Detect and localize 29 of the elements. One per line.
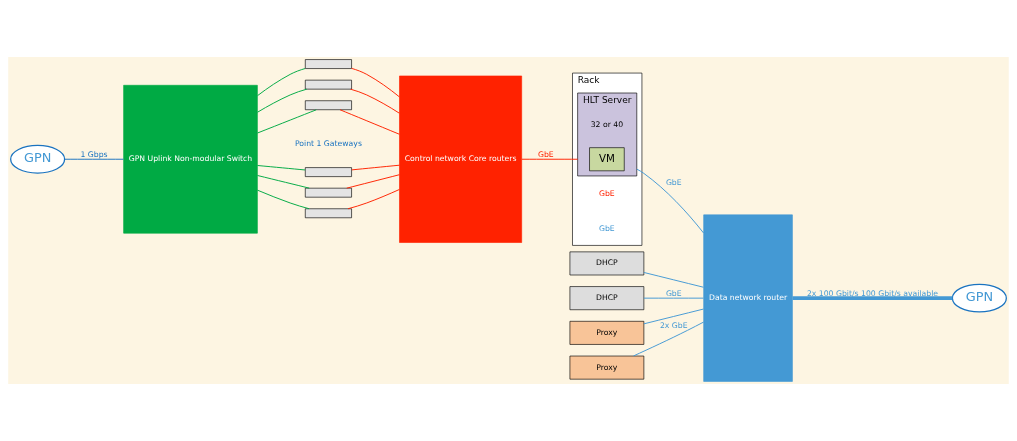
connector — [257, 175, 310, 189]
node-ellipse: GPN — [951, 283, 1007, 313]
connector — [257, 68, 306, 97]
connector — [339, 109, 400, 135]
node-box — [304, 100, 352, 111]
node-box: VM — [589, 147, 625, 172]
connector — [636, 168, 705, 234]
connector — [643, 308, 704, 325]
connector — [633, 321, 705, 357]
connector — [346, 174, 400, 189]
node-box — [304, 79, 352, 90]
connector — [257, 165, 306, 171]
connector — [257, 88, 308, 113]
connector — [643, 297, 704, 299]
connector — [347, 189, 400, 210]
node-box — [304, 208, 352, 219]
node-box — [304, 187, 352, 198]
connector — [351, 164, 400, 171]
node-box — [304, 167, 352, 177]
connector — [64, 158, 125, 160]
connector — [351, 67, 400, 98]
connector — [350, 88, 400, 114]
connector — [521, 158, 579, 160]
connector — [257, 109, 317, 134]
node-box — [304, 59, 352, 69]
node-ellipse: GPN — [10, 144, 66, 174]
connector — [256, 189, 310, 210]
connector — [643, 271, 704, 288]
connector — [792, 296, 953, 301]
